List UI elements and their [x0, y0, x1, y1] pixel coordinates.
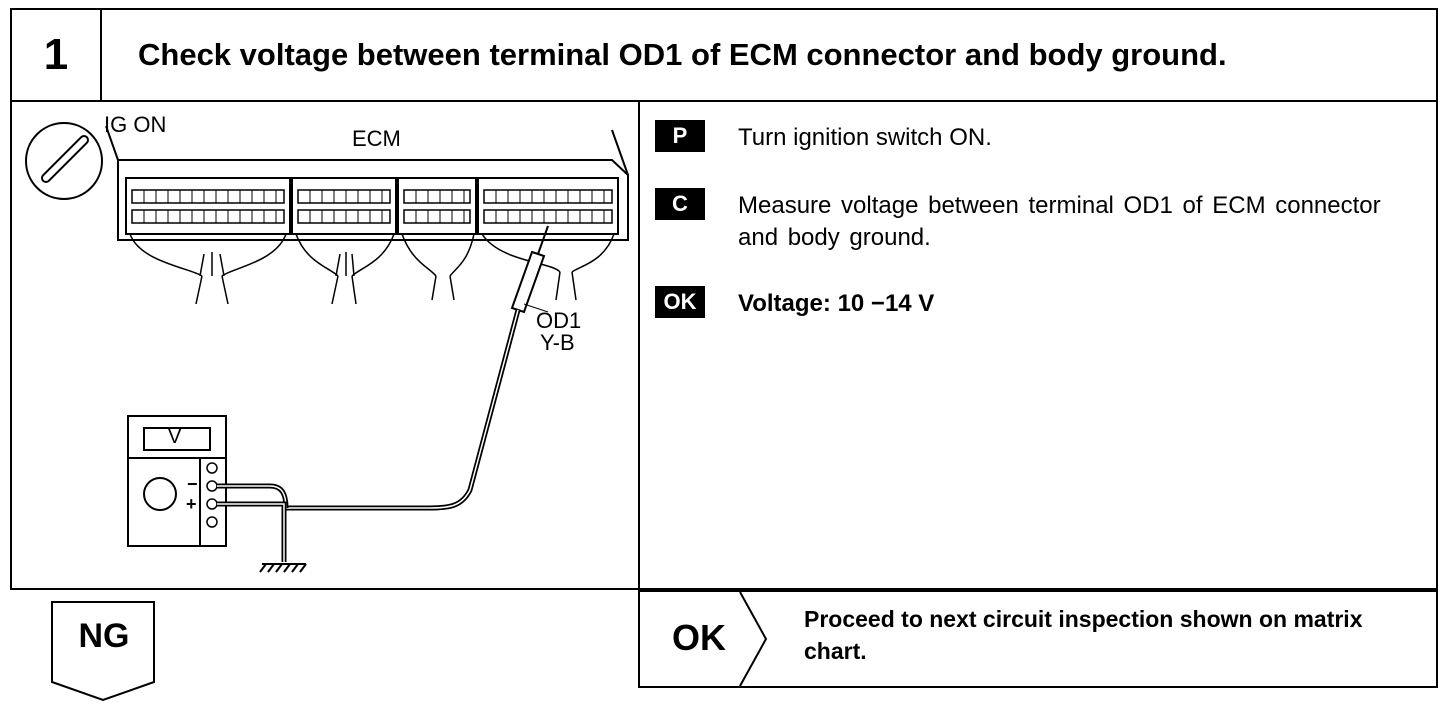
procedure-tag: P	[655, 120, 705, 152]
ok-label: OK	[672, 617, 726, 658]
voltmeter	[127, 415, 227, 547]
ignition-key-icon	[25, 122, 103, 200]
ecm-connector-4	[477, 177, 619, 235]
terminal-label: OD1	[536, 308, 582, 333]
ok-result-box	[638, 590, 1438, 688]
ok-result-text: Proceed to next circuit inspection shown…	[804, 606, 1363, 664]
ng-label: NG	[78, 617, 130, 655]
wire-harness	[129, 233, 615, 305]
ok-tag: OK	[655, 286, 705, 318]
ok-criteria: Voltage: 10 −14 V	[738, 290, 935, 317]
test-probe	[286, 225, 549, 511]
ecm-connector-1	[125, 177, 291, 235]
ecm-connector-3	[397, 177, 477, 235]
ecm-connector-2	[291, 177, 397, 235]
ok-arrow-icon	[739, 591, 768, 687]
minus-label: −	[187, 474, 198, 494]
procedure-step: Turn ignition switch ON.	[738, 124, 992, 151]
plus-label: +	[186, 494, 197, 514]
check-tag: C	[655, 188, 705, 220]
wire-color-label: Y-B	[540, 330, 575, 355]
check-step: Measure voltage between terminal OD1 of …	[738, 192, 1381, 251]
ecm-unit	[117, 129, 629, 241]
ecm-label: ECM	[352, 126, 401, 151]
meter-label: V	[168, 426, 182, 448]
ig-on-label: IG ON	[104, 112, 167, 137]
ground-icon	[259, 563, 307, 573]
instructions-panel	[638, 100, 1438, 590]
ng-branch-shape	[51, 601, 155, 702]
